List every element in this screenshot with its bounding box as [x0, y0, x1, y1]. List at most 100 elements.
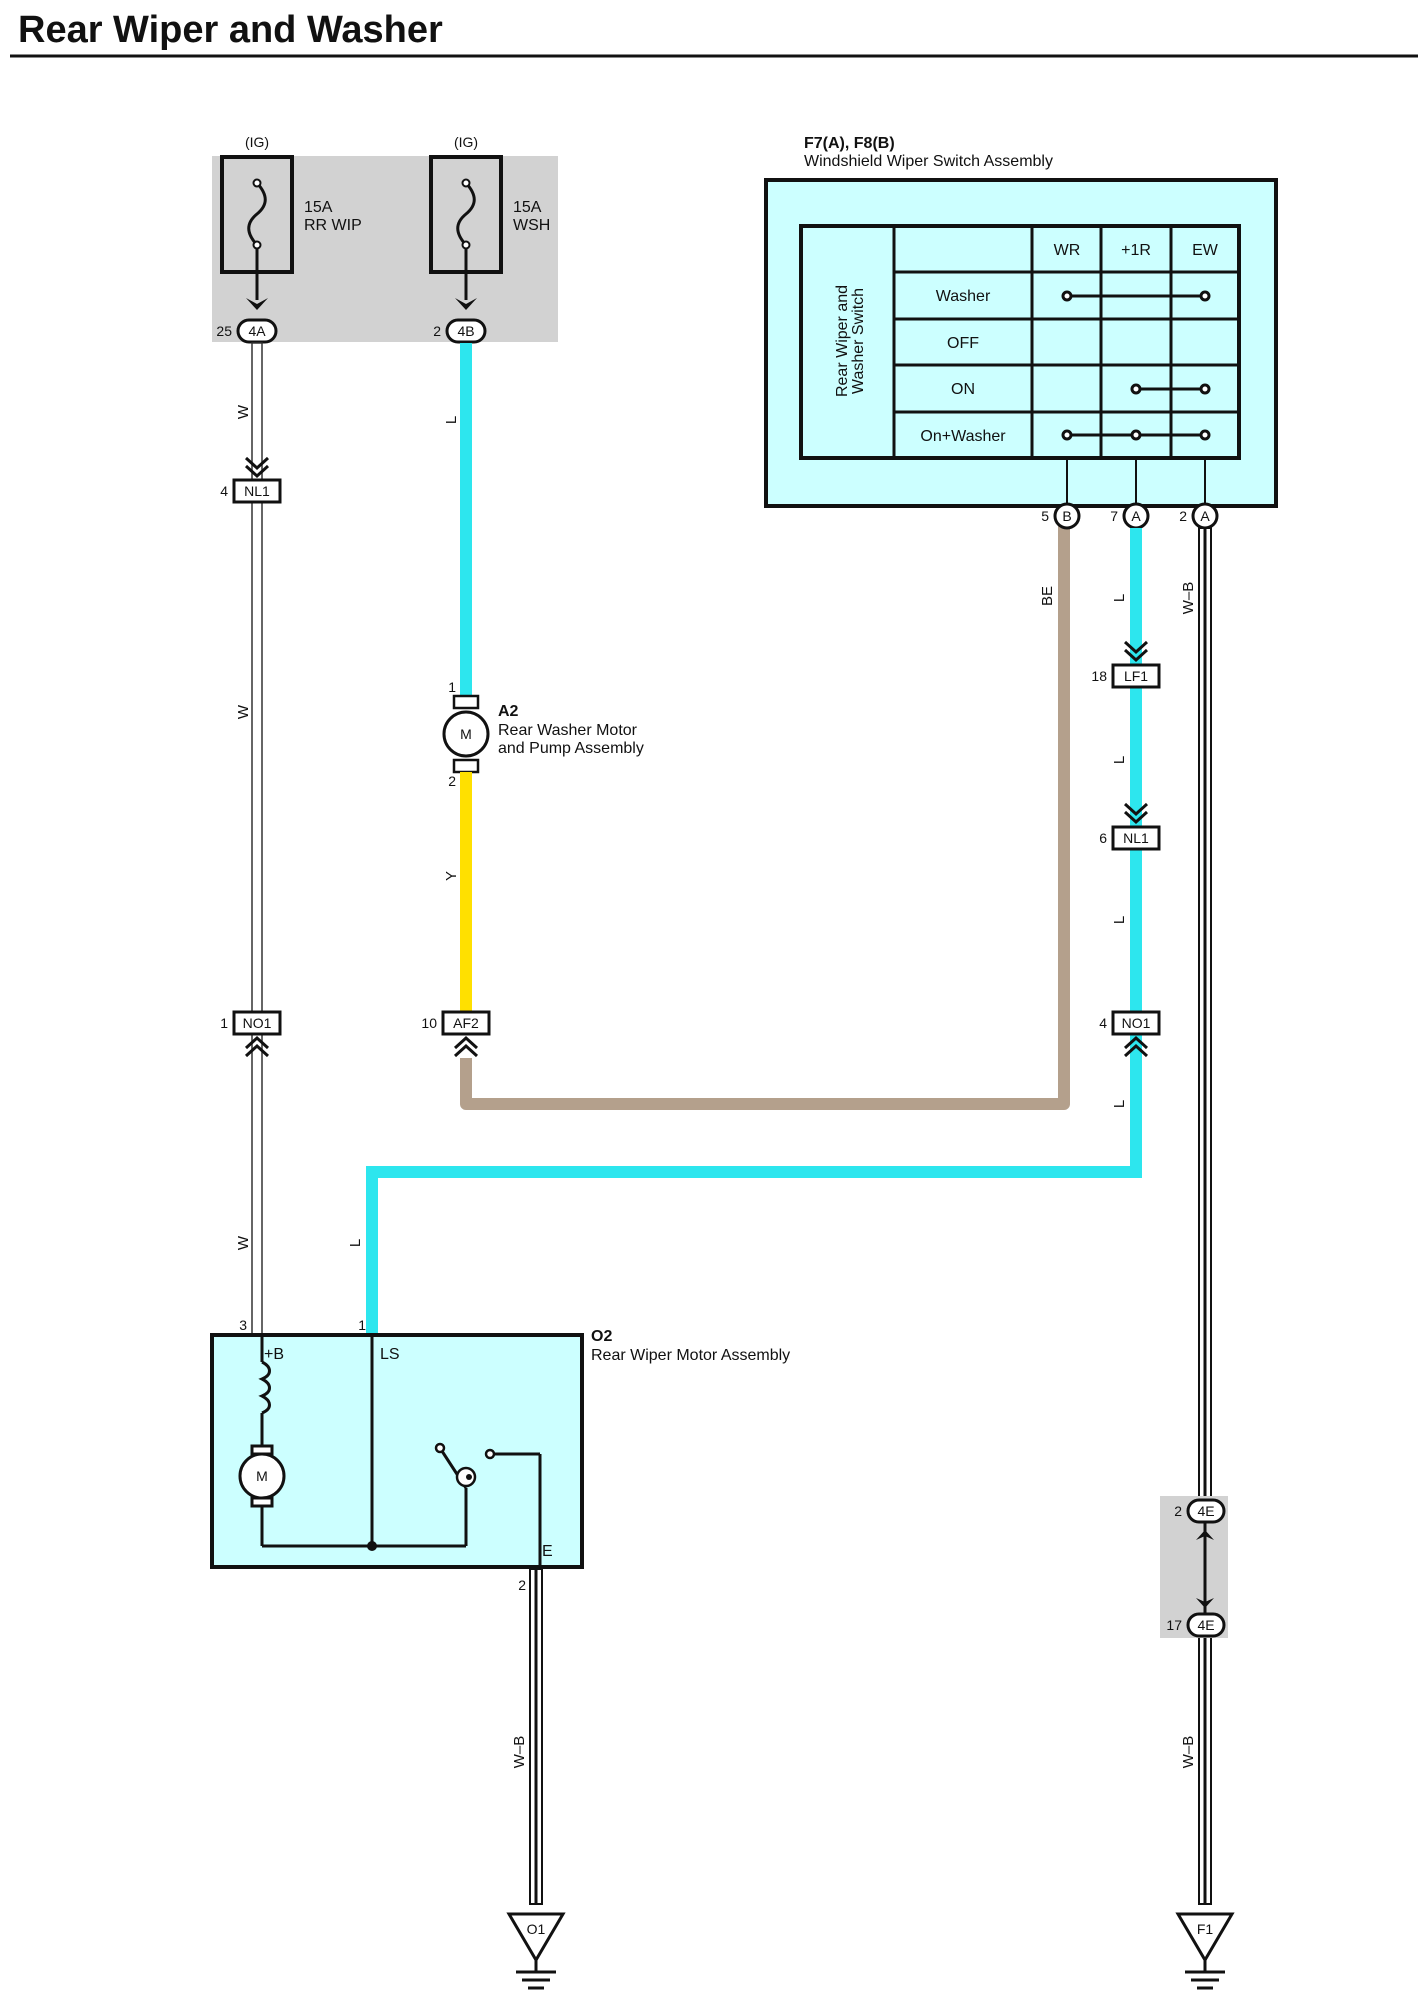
component-ref: O2 — [591, 1328, 612, 1345]
switch-table — [799, 224, 1241, 460]
fuse-element-icon — [247, 181, 267, 247]
pin-number: 5 — [1041, 508, 1049, 524]
pin-number: 6 — [1099, 830, 1107, 846]
fuse-rating: 15A — [304, 199, 333, 216]
switch-column-header: WR — [1054, 242, 1081, 259]
svg-text:M: M — [460, 726, 472, 742]
terminal-label: LS — [380, 1346, 400, 1363]
fuse-name: WSH — [513, 217, 550, 234]
switch-group-label: Rear Wiper and — [834, 285, 851, 397]
arrow-icon — [1196, 1530, 1214, 1540]
connector-no1 — [1111, 1010, 1161, 1036]
switch-position-label: ON — [951, 381, 975, 398]
switch-position-label: Washer — [936, 288, 991, 305]
wire-w-b — [1198, 527, 1212, 1905]
fuse-rating: 15A — [513, 199, 542, 216]
wire-color-label: L — [1111, 594, 1128, 602]
svg-text:4A: 4A — [248, 323, 266, 339]
switch-column-header: +1R — [1121, 242, 1151, 259]
ground-icon — [1175, 1912, 1235, 1963]
motor-icon — [238, 1452, 286, 1500]
ground-o1 — [506, 1912, 566, 1990]
wire-color-label: W — [235, 1235, 252, 1250]
wire-y — [460, 772, 472, 1012]
motor-icon — [442, 710, 490, 758]
pin-number: 1 — [358, 1317, 366, 1333]
connector-af2 — [441, 1010, 491, 1036]
pin-number: 1 — [220, 1015, 228, 1031]
wire-color-label: W–B — [1180, 1736, 1197, 1769]
component-name: Rear Washer Motor — [498, 722, 638, 739]
component-ref: A2 — [498, 703, 519, 720]
svg-text:NL1: NL1 — [244, 483, 270, 499]
svg-text:4E: 4E — [1197, 1617, 1214, 1633]
terminal-label: E — [542, 1543, 553, 1560]
connector-arrow-icon — [1123, 802, 1149, 825]
svg-text:LF1: LF1 — [1124, 668, 1148, 684]
svg-text:B: B — [1062, 508, 1071, 524]
connector-arrow-icon — [1123, 1035, 1149, 1058]
connector-arrow-icon — [1123, 640, 1149, 663]
switch-group-label: Washer Switch — [850, 288, 867, 394]
pin-number: 2 — [1179, 508, 1187, 524]
svg-text:4B: 4B — [457, 323, 474, 339]
connector-arrow-icon — [244, 456, 270, 479]
pin-number: 25 — [216, 323, 232, 339]
connector-nl1 — [1111, 825, 1161, 851]
wire-color-label: W — [235, 404, 252, 419]
pin-number: 7 — [1110, 508, 1118, 524]
pin-number: 2 — [518, 1577, 526, 1593]
ground-icon — [506, 1912, 566, 1963]
switch-position-label: On+Washer — [920, 428, 1006, 445]
pin-number: 2 — [1174, 1503, 1182, 1519]
pin-number: 2 — [448, 773, 456, 789]
pin-number: 4 — [220, 483, 228, 499]
coil-icon — [258, 1360, 271, 1415]
wire-l — [460, 343, 472, 696]
switch-pin-5 — [1053, 502, 1081, 530]
connector-arrow-icon — [244, 1035, 270, 1058]
wire-color-label: W — [235, 704, 252, 719]
wire-color-label: L — [443, 416, 460, 424]
wire-color-label: L — [347, 1239, 364, 1247]
pin-number: 2 — [433, 323, 441, 339]
pin-number: 4 — [1099, 1015, 1107, 1031]
connector-nl1 — [232, 478, 282, 504]
wire-color-label: L — [1111, 1100, 1128, 1108]
svg-text:M: M — [256, 1468, 268, 1484]
terminal-label: +B — [264, 1346, 284, 1363]
washer-motor-a2: M — [442, 694, 490, 774]
switch-continuity — [1061, 290, 1211, 441]
ground-label: O1 — [527, 1921, 546, 1937]
wire-l — [366, 528, 1142, 1335]
wiper-motor-internal — [250, 1337, 542, 1567]
arrow-icon — [246, 298, 268, 310]
svg-text:NO1: NO1 — [243, 1015, 272, 1031]
wire-w-b — [529, 1568, 543, 1905]
pin-number: 1 — [448, 679, 456, 695]
svg-text:NO1: NO1 — [1122, 1015, 1151, 1031]
fuse-supply-label: (IG) — [454, 134, 478, 150]
svg-text:A: A — [1131, 508, 1141, 524]
switch-column-header: EW — [1192, 242, 1219, 259]
svg-text:NL1: NL1 — [1123, 830, 1149, 846]
rear-wiper-motor-assembly — [210, 1333, 584, 1569]
wire-be — [460, 526, 1070, 1110]
component-name: Rear Wiper Motor Assembly — [591, 1347, 790, 1364]
pin-number: 17 — [1166, 1617, 1182, 1633]
connector-lf1 — [1111, 663, 1161, 689]
wire-color-label: L — [1111, 756, 1128, 764]
ground-label: F1 — [1197, 1921, 1214, 1937]
component-name: Windshield Wiper Switch Assembly — [804, 153, 1053, 170]
wire-color-label: W–B — [511, 1736, 528, 1769]
wire-color-label: W–B — [1180, 582, 1197, 615]
svg-text:AF2: AF2 — [453, 1015, 479, 1031]
wire-color-label: BE — [1039, 586, 1056, 606]
page-title: Rear Wiper and Washer — [18, 9, 443, 51]
wire-color-label: Y — [443, 871, 460, 881]
connector-no1 — [232, 1010, 282, 1036]
pin-number: 10 — [421, 1015, 437, 1031]
fuse-element-icon — [456, 181, 476, 247]
connector-4e — [1186, 1612, 1226, 1638]
